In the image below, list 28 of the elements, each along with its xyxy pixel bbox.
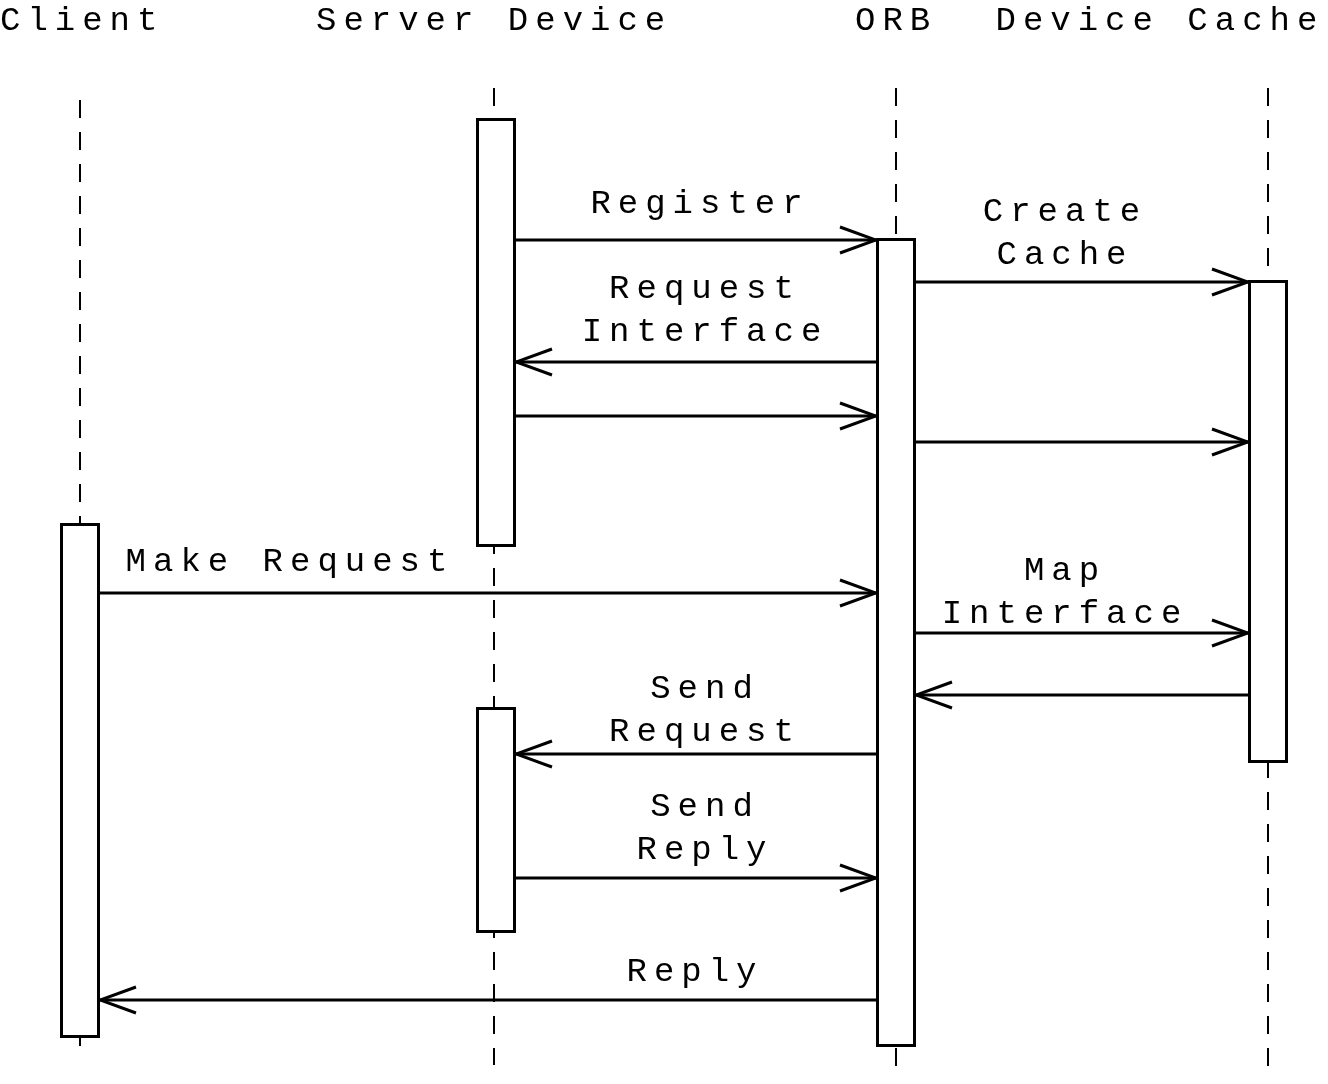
participant-label: Server Device [316,0,673,43]
activation-bar [876,238,916,1047]
activation-bar [476,707,516,933]
message-label: Map Interface [940,551,1190,635]
participant-label: Device Cache [995,0,1325,43]
participant-label: ORB [855,0,938,43]
message-label: Create Cache [981,192,1149,276]
activation-bar [1248,280,1288,763]
message-arrow [516,863,878,893]
message-label: Request Interface [580,269,830,353]
message-arrow [516,225,878,255]
message-label: Reply [625,952,765,993]
message-arrow [914,680,1248,710]
message-arrow [514,347,876,377]
message-arrow [98,985,876,1015]
activation-bar [476,118,516,547]
message-arrow [516,401,878,431]
message-label: Make Request [124,542,456,583]
message-arrow [916,427,1250,457]
message-label: Send Request [608,669,802,753]
activation-bar [60,523,100,1038]
message-arrow [100,578,878,608]
message-label: Send Reply [635,787,775,871]
message-arrow [916,267,1250,297]
message-arrow [514,739,876,769]
message-arrow [916,618,1250,648]
message-label: Register [589,184,811,225]
participant-label: Client [0,0,165,43]
